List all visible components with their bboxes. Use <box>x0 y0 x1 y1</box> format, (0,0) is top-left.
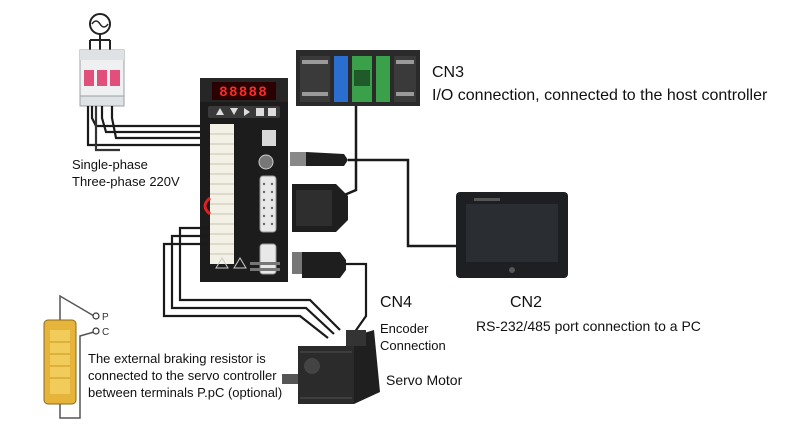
port-cn4 <box>259 243 277 275</box>
down-arrow-icon <box>230 108 238 115</box>
cn3-cable <box>341 106 358 198</box>
cn3-title: CN3 <box>432 64 465 81</box>
port-cn2 <box>258 154 274 170</box>
warning-icon <box>215 257 229 269</box>
circuit-breaker <box>79 49 125 107</box>
cn3-description: I/O connection, connected to the host co… <box>432 87 768 104</box>
cn2-plug <box>290 152 348 166</box>
host-controller-plc <box>296 50 420 106</box>
terminal-p <box>92 312 100 320</box>
drive-display <box>212 82 276 100</box>
braking-resistor: P C <box>43 294 109 419</box>
breaker-lever-icon <box>84 70 94 86</box>
cn4-title: CN4 <box>380 294 413 311</box>
terminal-c <box>92 327 100 335</box>
cn3-plug <box>292 184 348 232</box>
servo-drive: 88888 <box>200 78 288 282</box>
cn2-cable <box>348 158 456 248</box>
up-arrow-icon <box>216 108 224 115</box>
power-label-line1: Single-phase <box>72 157 148 172</box>
port-cn1 <box>262 130 276 146</box>
hmi-touch-panel <box>456 192 568 278</box>
servo-motor <box>282 330 380 404</box>
resistor-note-line2: connected to the servo controller <box>88 368 277 383</box>
drive-keypad <box>208 106 280 118</box>
cn2-title: CN2 <box>510 294 543 311</box>
ac-source-icon <box>89 13 111 52</box>
jumper-wire <box>203 196 211 216</box>
right-arrow-icon <box>244 108 250 116</box>
servo-motor-label: Servo Motor <box>386 372 463 388</box>
display-digits: 88888 <box>220 83 269 99</box>
power-cables <box>86 106 210 152</box>
cn4-line2: Connection <box>380 338 446 353</box>
terminal-p-label: P <box>102 312 109 323</box>
terminal-c-label: C <box>102 327 109 338</box>
cn4-plug <box>292 252 346 278</box>
port-cn3 <box>259 175 277 233</box>
resistor-note-line3: between terminals P.pC (optional) <box>88 385 283 400</box>
power-label-line2: Three-phase 220V <box>72 174 180 189</box>
motor-cables <box>162 226 368 339</box>
cn2-description: RS-232/485 port connection to a PC <box>476 318 701 334</box>
cn4-line1: Encoder <box>380 321 429 336</box>
resistor-note-line1: The external braking resistor is <box>88 351 266 366</box>
